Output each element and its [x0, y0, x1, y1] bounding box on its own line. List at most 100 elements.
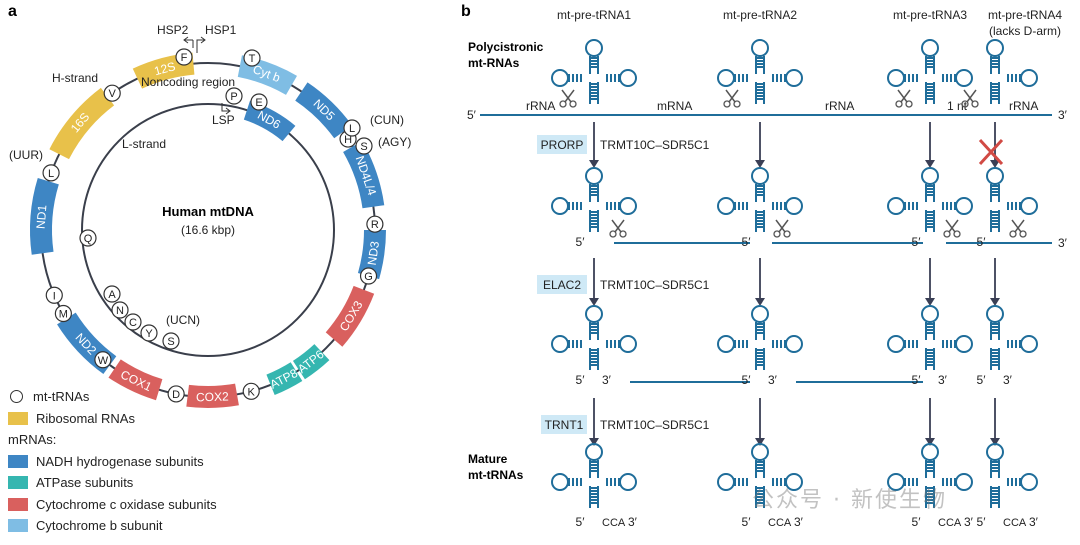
enzyme-prorp: PRORP — [541, 138, 584, 152]
arrow-head-icon — [755, 298, 765, 306]
gene-16s — [49, 87, 115, 160]
panel-a-label: a — [8, 3, 17, 20]
trna-3prime: 3′ — [938, 373, 948, 387]
trna-label: V — [109, 88, 117, 100]
panel-b-label: b — [461, 3, 471, 20]
arrow-head-icon — [990, 438, 1000, 446]
process-arrows — [589, 122, 1000, 446]
segment-rrna-2: rRNA — [825, 99, 854, 113]
pre-trna-3-label: mt-pre-tRNA3 — [893, 8, 967, 22]
trna-circle — [103, 285, 121, 303]
gene-cox2 — [186, 383, 239, 408]
gene-label: ND3 — [365, 240, 382, 266]
scissors-icon — [961, 89, 979, 108]
mature-label-2: mt-tRNAs — [468, 468, 524, 482]
cca-label: CCA — [602, 517, 626, 529]
trna-cloverleaf — [986, 39, 1038, 104]
segment-mrna: mRNA — [657, 99, 692, 113]
gene-cox1 — [108, 359, 163, 401]
trna-3prime: 3′ — [1003, 373, 1013, 387]
trna-circle — [359, 267, 378, 285]
trna-circle — [54, 304, 72, 323]
trna-3prime: 3′ — [1029, 515, 1039, 529]
trna-cloverleaf — [551, 39, 637, 104]
noncoding-region-label: Noncoding region — [141, 75, 235, 89]
trna-label: G — [364, 271, 373, 283]
enzyme-elac2: ELAC2 — [543, 278, 581, 292]
pre-trna-1-label: mt-pre-tRNA1 — [557, 8, 631, 22]
trna-label: D — [172, 389, 180, 401]
polycistronic-label-2: mt-RNAs — [468, 56, 520, 70]
legend-atp: ATPase subunits — [36, 475, 134, 491]
complex-1: TRMT10C–SDR5C1 — [600, 138, 710, 152]
trna-label: I — [53, 290, 56, 302]
lsp-label: LSP — [212, 113, 235, 127]
transcript-5prime: 5′ — [467, 108, 477, 122]
trna-5prime: 5′ — [912, 373, 922, 387]
lsp-arrow-icon — [221, 103, 231, 115]
trna-label: L — [48, 168, 54, 180]
blocked-cross-icon — [978, 138, 1004, 166]
pre-trna-4-label: mt-pre-tRNA4 — [988, 8, 1062, 22]
trna-3prime: 3′ — [628, 515, 638, 529]
trna-circle — [94, 351, 112, 369]
codon-cun: (CUN) — [370, 113, 404, 127]
trna-label: Q — [84, 233, 93, 245]
trna-label: N — [116, 305, 124, 317]
segment-rrna-1: rRNA — [526, 99, 555, 113]
trna-5prime: 5′ — [742, 515, 752, 529]
arrow-head-icon — [589, 298, 599, 306]
trna-circle — [225, 87, 243, 105]
trna-label: P — [230, 91, 237, 103]
atp-swatch — [8, 476, 28, 490]
codon-agy: (AGY) — [378, 135, 411, 149]
trna-5prime: 5′ — [742, 235, 752, 249]
watermark: 公众号 · 新使生物 — [752, 488, 947, 513]
segment-rrna-3: rRNA — [1009, 99, 1038, 113]
trna-5prime: 5′ — [576, 373, 586, 387]
pre-trna-2-label: mt-pre-tRNA2 — [723, 8, 797, 22]
mature-label-1: Mature — [468, 452, 508, 466]
scissors-icon — [773, 219, 791, 238]
trna-cloverleaf — [887, 443, 973, 508]
gene-atp6 — [292, 344, 330, 380]
pre-trna-4-note: (lacks D-arm) — [989, 24, 1061, 38]
arrow-head-icon — [755, 160, 765, 168]
trna-circle — [42, 164, 60, 182]
trna-circle — [242, 382, 260, 400]
trna-cloverleaf — [986, 443, 1038, 508]
trna-circle — [355, 137, 373, 155]
scissors-icon — [559, 89, 577, 108]
trna-circle — [45, 286, 63, 304]
cytb-swatch — [8, 519, 28, 533]
trna-label: M — [59, 309, 68, 321]
trna-cloverleaf — [551, 167, 637, 232]
legend-cytb: Cytochrome b subunit — [36, 518, 163, 534]
trna-cloverleaf — [551, 443, 637, 508]
trna-5prime: 5′ — [977, 373, 987, 387]
trna-5prime: 5′ — [742, 373, 752, 387]
arrow-head-icon — [925, 160, 935, 168]
trna-3prime: 3′ — [964, 515, 974, 529]
trna-cloverleaf — [717, 39, 803, 104]
gene-nd5 — [295, 82, 353, 139]
trna-cloverleaf — [887, 39, 973, 104]
hsp2-label: HSP2 — [157, 23, 189, 37]
gene-label: COX2 — [196, 390, 229, 405]
enzyme-trnt1: TRNT1 — [545, 418, 584, 432]
trna-label: L — [349, 123, 355, 135]
trna-circle — [162, 332, 180, 350]
scissors-icon — [1009, 219, 1027, 238]
trna-cloverleaf — [887, 305, 973, 370]
scissors-icon — [895, 89, 913, 108]
enzyme-box-prorp — [537, 135, 587, 154]
cox-swatch — [8, 497, 28, 511]
trna-3prime: 3′ — [768, 373, 778, 387]
transcript-3prime: 3′ — [1058, 108, 1068, 122]
trna-circle — [167, 385, 185, 403]
gene-nd6 — [243, 100, 296, 142]
trna-3prime: 3′ — [602, 373, 612, 387]
trna-5prime: 5′ — [576, 235, 586, 249]
scissors-icon — [723, 89, 741, 108]
